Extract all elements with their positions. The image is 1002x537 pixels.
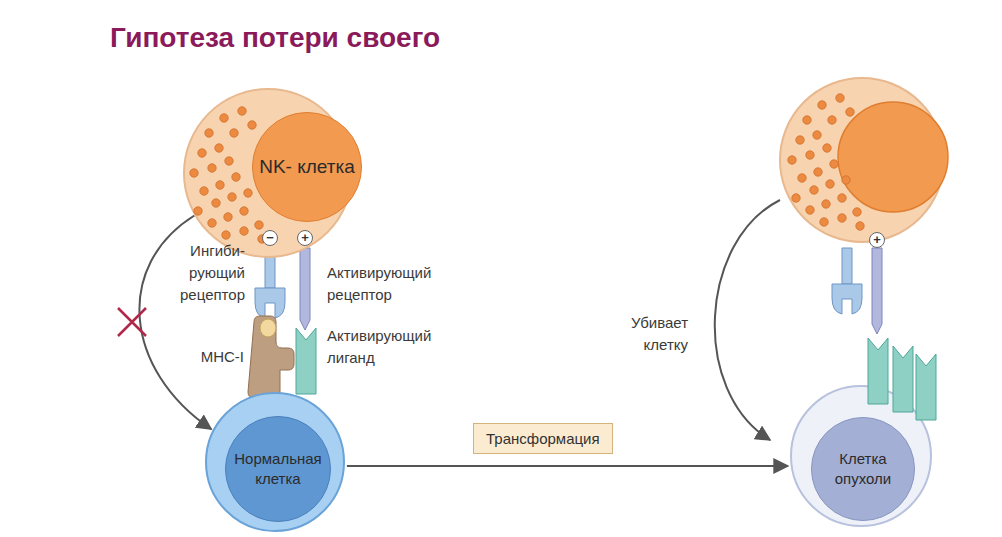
- sign-symbol: +: [869, 232, 885, 248]
- activating-ligand: [868, 338, 888, 404]
- receptor-label: Ингиби- рующий рецептор: [150, 240, 245, 305]
- mhc-i: [248, 316, 294, 398]
- granules: [788, 94, 864, 230]
- node-text: NK- клетка: [257, 154, 357, 180]
- inhibitory-receptor: [255, 288, 285, 318]
- inhibitory-receptor: [842, 248, 852, 284]
- connector-arrow: [347, 465, 788, 467]
- sign-symbol: +: [297, 230, 313, 246]
- nucleus: [838, 102, 948, 212]
- mhc-label: MHC-I: [184, 346, 244, 368]
- normal-cell: Нормальная клетка: [205, 392, 345, 532]
- peptide: [260, 319, 276, 337]
- activating-ligand: [296, 328, 316, 394]
- activating-receptor: [872, 248, 882, 334]
- node-text: Клетка опухоли: [816, 449, 910, 490]
- sign-symbol: −: [262, 230, 278, 246]
- node-text: Нормальная клетка: [230, 449, 326, 490]
- kill-arrow: [715, 200, 780, 440]
- activating-ligand: [916, 354, 936, 420]
- nucleus: NK- клетка: [252, 112, 362, 222]
- nucleus: Нормальная клетка: [225, 416, 331, 522]
- nucleus: Клетка опухоли: [811, 417, 915, 521]
- blocked-mark: [118, 308, 146, 336]
- edge-label: Трансформация: [473, 423, 613, 454]
- activating-ligand: [893, 346, 913, 412]
- inhibitory-receptor: [832, 284, 862, 314]
- action-label: Убивает клетку: [600, 312, 688, 356]
- ligand-label: Активирующий лиганд: [327, 325, 477, 369]
- diagram-title: Гипотеза потери своего: [110, 22, 440, 54]
- receptor-label: Активирующий рецептор: [327, 262, 477, 306]
- activating-receptor: [300, 248, 310, 330]
